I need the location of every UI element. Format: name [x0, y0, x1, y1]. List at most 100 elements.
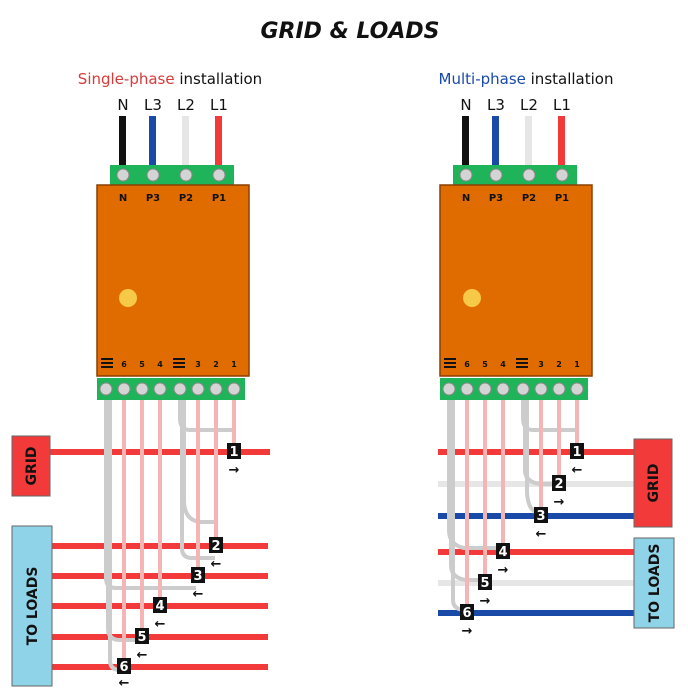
load-line-l3: [438, 610, 634, 616]
wire-l1: [215, 116, 222, 166]
screw-icon: [442, 382, 456, 396]
term-label-p1: P1: [555, 193, 569, 204]
term-label-6: 6: [464, 360, 470, 369]
screw-icon: [534, 382, 548, 396]
svg-text:5: 5: [137, 630, 146, 645]
screw-icon: [117, 382, 131, 396]
ct-wires: [122, 400, 236, 664]
svg-text:1: 1: [229, 445, 238, 460]
svg-text:4: 4: [155, 599, 164, 614]
wire-label-n: N: [460, 96, 471, 114]
wire-label-l3: L3: [144, 96, 162, 114]
wire-label-l1: L1: [210, 96, 228, 114]
wire-label-l3: L3: [487, 96, 505, 114]
screw-icon: [153, 382, 167, 396]
svg-text:2: 2: [211, 539, 220, 554]
wire-l1: [558, 116, 565, 166]
ground-icon: [101, 358, 113, 368]
arrow-left-icon: ←: [536, 527, 547, 542]
grid-box: [633, 438, 673, 528]
grid-box-label: GRID: [646, 463, 662, 502]
term-label-4: 4: [500, 360, 506, 369]
page-title: GRID & LOADS: [260, 19, 439, 44]
screw-icon: [496, 382, 510, 396]
ct-marker-4: 4←: [153, 597, 167, 632]
screw-icon: [173, 382, 187, 396]
svg-text:1: 1: [572, 445, 581, 460]
term-label-3: 3: [538, 360, 544, 369]
loads-box: [11, 525, 53, 687]
multi-phase-subtitle: Multi-phase installation: [439, 70, 614, 88]
bottom-terminal-block: [97, 378, 245, 400]
ct-marker-5: 5←: [135, 628, 149, 663]
arrow-left-icon: ←: [137, 648, 148, 663]
load-line-l2: [438, 580, 634, 586]
term-label-p2: P2: [522, 193, 536, 204]
single-phase-subtitle: Single-phase installation: [78, 70, 262, 88]
svg-text:6: 6: [462, 606, 471, 621]
screw-icon: [191, 382, 205, 396]
meter-body: [96, 184, 250, 377]
term-label-p1: P1: [212, 193, 226, 204]
term-label-2: 2: [213, 360, 219, 369]
ground-wires: [104, 400, 233, 672]
screw-icon: [522, 168, 536, 182]
ct-marker-3: 3←: [191, 567, 205, 602]
term-label-n: N: [462, 193, 470, 204]
arrow-right-icon: →: [498, 563, 509, 578]
wire-label-l1: L1: [553, 96, 571, 114]
term-label-1: 1: [574, 360, 580, 369]
screw-icon: [555, 168, 569, 182]
screw-icon: [570, 382, 584, 396]
screw-icon: [135, 382, 149, 396]
subtitle-rest: installation: [175, 70, 263, 88]
load-line: [50, 634, 268, 640]
term-label-p2: P2: [179, 193, 193, 204]
arrow-right-icon: →: [229, 463, 240, 478]
single-phase-panel: Single-phase installation N L3 L2 L1 N P…: [11, 70, 270, 688]
screw-icon: [552, 382, 566, 396]
wire-l3: [149, 116, 156, 166]
wire-n: [119, 116, 126, 166]
screw-icon: [212, 168, 226, 182]
top-terminal-block: [110, 165, 234, 185]
ct-marker-6: 6←: [117, 658, 131, 688]
svg-text:4: 4: [498, 545, 507, 560]
ct-marker-2: 2→: [552, 475, 566, 510]
term-label-2: 2: [556, 360, 562, 369]
term-label-1: 1: [231, 360, 237, 369]
screw-icon: [227, 382, 241, 396]
wire-l2: [525, 116, 532, 166]
subtitle-rest: installation: [526, 70, 614, 88]
screw-icon: [146, 168, 160, 182]
wire-l2: [182, 116, 189, 166]
term-label-5: 5: [139, 360, 145, 369]
arrow-left-icon: ←: [211, 557, 222, 572]
grid-line-l1: [438, 449, 634, 455]
wire-label-l2: L2: [177, 96, 195, 114]
subtitle-highlight: Multi-phase: [439, 70, 526, 88]
arrow-left-icon: ←: [119, 676, 130, 688]
ground-icon: [444, 358, 456, 368]
arrow-left-icon: ←: [193, 587, 204, 602]
svg-text:3: 3: [193, 569, 202, 584]
multi-phase-panel: Multi-phase installation N L3 L2 L1 N P3…: [438, 70, 675, 639]
screw-icon: [459, 168, 473, 182]
ct-marker-1: 1←: [570, 443, 584, 478]
term-label-p3: P3: [146, 193, 160, 204]
screw-icon: [478, 382, 492, 396]
term-label-3: 3: [195, 360, 201, 369]
loads-box-label: TO LOADS: [647, 544, 663, 623]
term-label-4: 4: [157, 360, 163, 369]
arrow-left-icon: ←: [572, 463, 583, 478]
ct-marker-4: 4→: [496, 543, 510, 578]
loads-box-label: TO LOADS: [25, 567, 41, 646]
wire-l3: [492, 116, 499, 166]
load-line: [50, 664, 268, 670]
ct-marker-1: 1→: [227, 443, 241, 478]
screw-icon: [516, 382, 530, 396]
status-led: [119, 289, 137, 307]
subtitle-highlight: Single-phase: [78, 70, 175, 88]
svg-text:5: 5: [480, 576, 489, 591]
ct-marker-5: 5→: [478, 574, 492, 609]
